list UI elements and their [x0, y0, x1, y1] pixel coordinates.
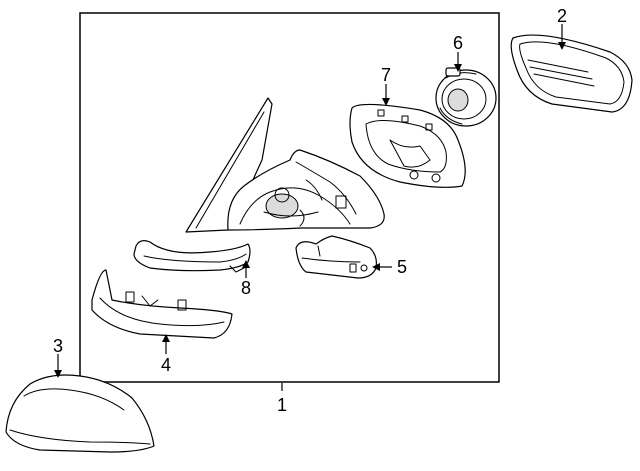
assembly-frame	[79, 12, 500, 383]
callout-7: 7	[381, 65, 391, 85]
part-8-turn-signal[interactable]	[133, 240, 251, 273]
part-3-mirror-cap[interactable]	[5, 374, 155, 453]
part-4-lower-cover[interactable]	[91, 269, 233, 339]
part-2-mirror-glass[interactable]	[510, 34, 633, 113]
part-1-mirror-body[interactable]	[185, 97, 385, 233]
callout-3: 3	[53, 336, 63, 356]
callout-1: 1	[277, 395, 287, 415]
callout-5: 5	[397, 257, 407, 277]
leader-lines	[54, 24, 566, 391]
part-7-mirror-backing[interactable]	[349, 103, 466, 188]
callout-4: 4	[161, 355, 171, 375]
callout-2: 2	[557, 6, 567, 26]
part-5-bracket[interactable]	[295, 235, 377, 279]
part-6-actuator[interactable]	[435, 67, 497, 127]
callout-6: 6	[453, 33, 463, 53]
callout-8: 8	[241, 278, 251, 298]
